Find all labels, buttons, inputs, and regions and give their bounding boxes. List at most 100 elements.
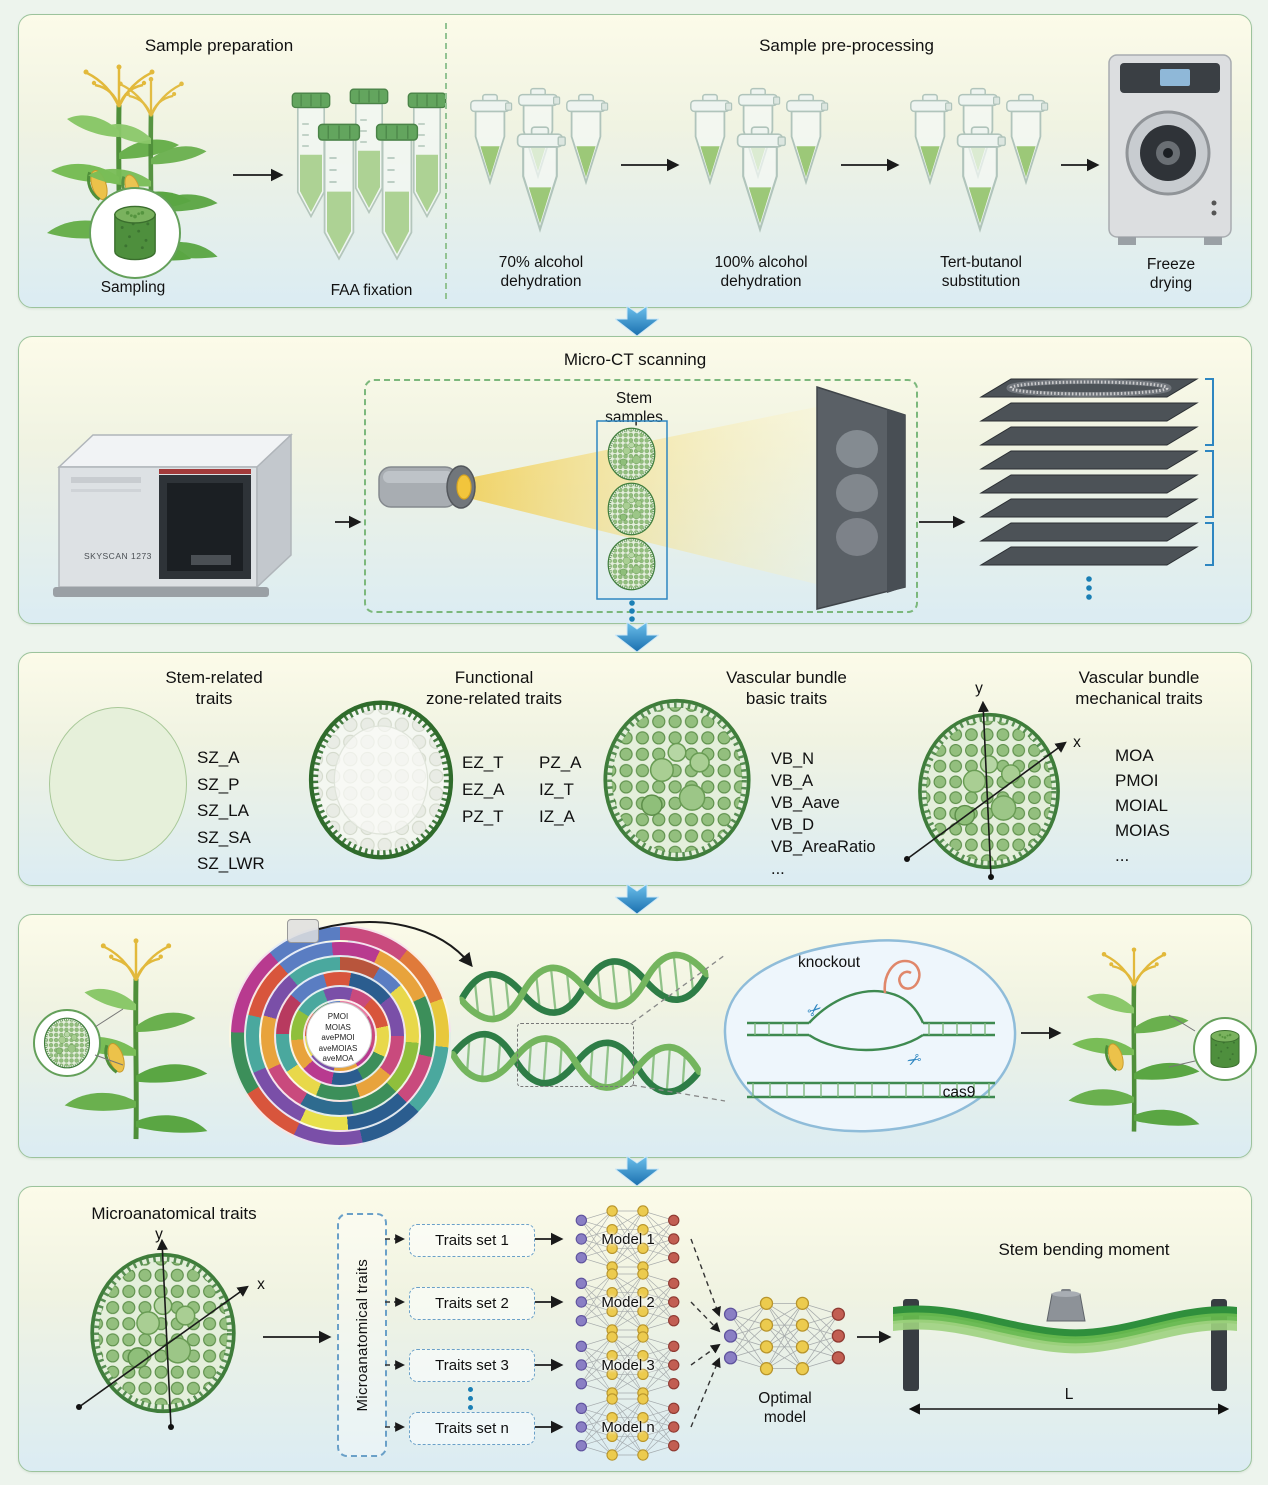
- trait-item: PZ_A: [539, 753, 582, 772]
- vascular-cross-section-icon: [601, 697, 753, 863]
- ct-slice-stack-icon: [979, 378, 1214, 600]
- group4-trait-list: MOA PMOI MOIAL MOIAS ...: [1115, 743, 1170, 868]
- ct-scanner-icon: [53, 433, 293, 597]
- traits-set-1-box: Traits set 1: [409, 1224, 535, 1257]
- group2-trait-col2: PZ_A IZ_T IZ_A: [539, 749, 582, 830]
- panel-genetic-analysis: PMOI MOIAS avePMOI aveMOIAS aveMOA: [18, 914, 1257, 1158]
- circos-track-labels: PMOI MOIAS avePMOI aveMOIAS aveMOA: [303, 1012, 373, 1064]
- circos-label: MOIAS: [325, 1022, 351, 1032]
- panel-sample-preparation: Sample preparation Sample pre-processing…: [18, 14, 1252, 308]
- flow-arrow-down: [615, 622, 659, 652]
- bending-test-illustration: [893, 1289, 1237, 1415]
- ct-scanner-label: SKYSCAN 1273: [84, 551, 152, 561]
- bending-title: Stem bending moment: [998, 1240, 1170, 1259]
- trait-item: ...: [771, 860, 785, 878]
- zone-cross-section-icon: [307, 699, 455, 861]
- traits-set-label: Traits set n: [435, 1420, 509, 1437]
- group3-title: Vascular bundle basic traits: [726, 668, 847, 709]
- panel2-arrows: [335, 420, 966, 622]
- microanatomical-traits-box: Microanatomical traits: [337, 1213, 387, 1457]
- scanning-chamber-box: [364, 379, 918, 613]
- trait-item: ...: [1115, 846, 1130, 865]
- trait-item: IZ_A: [539, 807, 575, 826]
- cross-section-with-axes-icon: [904, 700, 1067, 880]
- panel1-arrows: [233, 158, 1100, 182]
- axis-y-label: y: [975, 680, 983, 697]
- trait-item: IZ_T: [539, 780, 574, 799]
- trait-item: MOIAS: [1115, 821, 1170, 840]
- group2-title: Functional zone-related traits: [425, 668, 563, 709]
- flow-arrow-down: [615, 306, 659, 336]
- cas9-label: cas9: [942, 1084, 976, 1101]
- stem-cross-section-callout: [33, 1009, 101, 1077]
- panel-model-construction: Microanatomical traits x y Microanatomic…: [18, 1186, 1252, 1472]
- panel5-arrows: [263, 1232, 892, 1434]
- optimal-model-label: Optimal model: [758, 1390, 812, 1427]
- panel4-arrows: [94, 921, 1196, 1102]
- traits-set-n-box: Traits set n: [409, 1412, 535, 1445]
- sampling-label: Sampling: [100, 279, 166, 296]
- trait-item: VB_Aave: [771, 794, 840, 812]
- axis-x-label: x: [1073, 734, 1081, 751]
- section-divider: [445, 23, 447, 299]
- weight-icon: [1046, 1289, 1086, 1322]
- model-3-label: Model 3: [601, 1357, 655, 1374]
- group1-trait-list: SZ_A SZ_P SZ_LA SZ_SA SZ_LWR: [197, 745, 265, 878]
- group4-title: Vascular bundle mechanical traits: [1075, 668, 1203, 709]
- stem-samples-label: Stem samples: [605, 390, 663, 427]
- circos-label: aveMOIAS: [318, 1043, 358, 1053]
- circos-label: avePMOI: [321, 1033, 355, 1043]
- trait-item: SZ_P: [197, 774, 240, 794]
- model-n-label: Model n: [601, 1419, 655, 1436]
- step2-label: 100% alcohol dehydration: [714, 254, 808, 291]
- stem-sample-callout: [89, 187, 181, 279]
- samples-bracket: [596, 420, 668, 600]
- trait-item: SZ_SA: [197, 827, 251, 847]
- freeze-dryer-icon: [1108, 54, 1232, 245]
- model-2-label: Model 2: [601, 1294, 655, 1311]
- trait-item: PZ_T: [462, 807, 504, 826]
- trait-item: EZ_A: [462, 780, 505, 799]
- stem-ellipse-icon: [49, 707, 187, 861]
- trait-item: PMOI: [1115, 771, 1159, 790]
- trait-item: VB_D: [771, 816, 815, 834]
- model-1-label: Model 1: [601, 1231, 655, 1248]
- traits-set-3-box: Traits set 3: [409, 1349, 535, 1382]
- trait-item: MOA: [1115, 746, 1154, 765]
- right-title: Sample pre-processing: [759, 36, 934, 55]
- flow-arrow-down: [615, 1156, 659, 1186]
- dna-zoom-box: [517, 1023, 634, 1087]
- step4-label: Freeze drying: [1146, 256, 1196, 293]
- trait-item: SZ_LWR: [197, 854, 265, 873]
- crispr-knockout-bubble: ✂ ✂: [723, 939, 1017, 1133]
- axis-x-label: x: [257, 1276, 265, 1293]
- panel-micro-ct-scanning: Micro-CT scanning SKYSCAN 1273 Stem samp…: [18, 336, 1252, 624]
- circos-label: PMOI: [327, 1012, 349, 1022]
- cross-section-with-axes-icon: [76, 1238, 249, 1430]
- traits-set-label: Traits set 2: [435, 1295, 509, 1312]
- circos-label: aveMOA: [322, 1053, 354, 1063]
- slice-group-brackets: [1205, 378, 1214, 566]
- group2-trait-col1: EZ_T EZ_A PZ_T: [462, 749, 505, 830]
- step1-label: 70% alcohol dehydration: [498, 254, 584, 291]
- trait-item: VB_A: [771, 772, 814, 790]
- trait-item: VB_AreaRatio: [771, 838, 876, 856]
- traits-set-label: Traits set 3: [435, 1357, 509, 1374]
- knockout-label: knockout: [797, 954, 861, 971]
- trait-item: EZ_T: [462, 753, 504, 772]
- detector-panel-icon: [816, 385, 906, 610]
- trait-item: VB_N: [771, 750, 815, 768]
- left-title: Sample preparation: [144, 36, 294, 55]
- stem-cylinder-callout: [1193, 1017, 1257, 1081]
- step3-label: Tert-butanol substitution: [940, 254, 1022, 291]
- panel2-title: Micro-CT scanning: [563, 350, 707, 369]
- ellipsis-dots: [468, 1383, 473, 1414]
- traits-set-2-box: Traits set 2: [409, 1287, 535, 1320]
- group3-trait-list: VB_N VB_A VB_Aave VB_D VB_AreaRatio ...: [771, 748, 876, 880]
- trait-item: SZ_LA: [197, 801, 249, 820]
- sgRNA-icon: [883, 959, 921, 994]
- group1-title: Stem-related traits: [165, 668, 263, 709]
- xray-source-icon: [378, 465, 476, 509]
- circos-zoom-box: [287, 919, 319, 943]
- traits-set-label: Traits set 1: [435, 1232, 509, 1249]
